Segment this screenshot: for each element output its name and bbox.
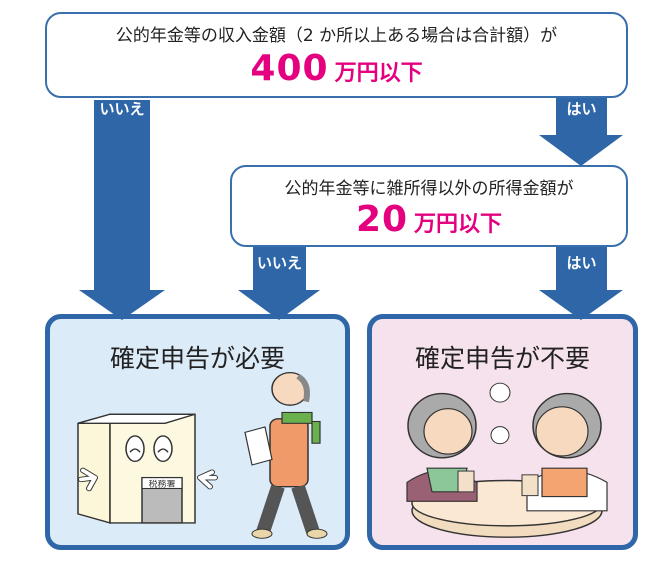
- result-title-required: 確定申告が必要: [109, 344, 285, 373]
- steam-clouds: [489, 382, 511, 445]
- arrow-q2-no: [238, 240, 320, 320]
- result-box-required: 確定申告が必要 税務署: [45, 314, 350, 550]
- result-title-not-required: 確定申告が不要: [414, 344, 590, 373]
- arrow-q2-yes: [539, 240, 623, 320]
- q2-no-label: いいえ: [256, 254, 302, 272]
- question-2-text: 公的年金等に雑所得以外の所得金額が: [284, 179, 574, 199]
- tax-office-sign: 税務署: [149, 478, 176, 489]
- question-1-amount: 400: [250, 48, 329, 89]
- man-figure: [521, 392, 608, 512]
- question-1-unit: 万円以下: [334, 61, 423, 86]
- arrow-q1-no: [79, 100, 165, 320]
- arrow-q1-yes: [539, 92, 623, 166]
- result-box-not-required: 確定申告が不要: [367, 314, 638, 550]
- question-1-text: 公的年金等の収入金額（2 か所以上ある場合は合計額）が: [115, 26, 558, 46]
- tax-office-building: 税務署: [77, 413, 218, 524]
- q2-yes-label: はい: [566, 254, 597, 272]
- q1-no-label: いいえ: [99, 100, 145, 118]
- question-2-amount: 20: [355, 199, 409, 240]
- question-2-unit: 万円以下: [414, 212, 503, 237]
- elderly-man-illustration: [244, 371, 328, 539]
- q1-yes-label: はい: [566, 100, 597, 118]
- elderly-couple-illustration: [406, 382, 608, 538]
- woman-figure: [406, 392, 478, 502]
- tax-office-illustration: 税務署: [77, 371, 328, 539]
